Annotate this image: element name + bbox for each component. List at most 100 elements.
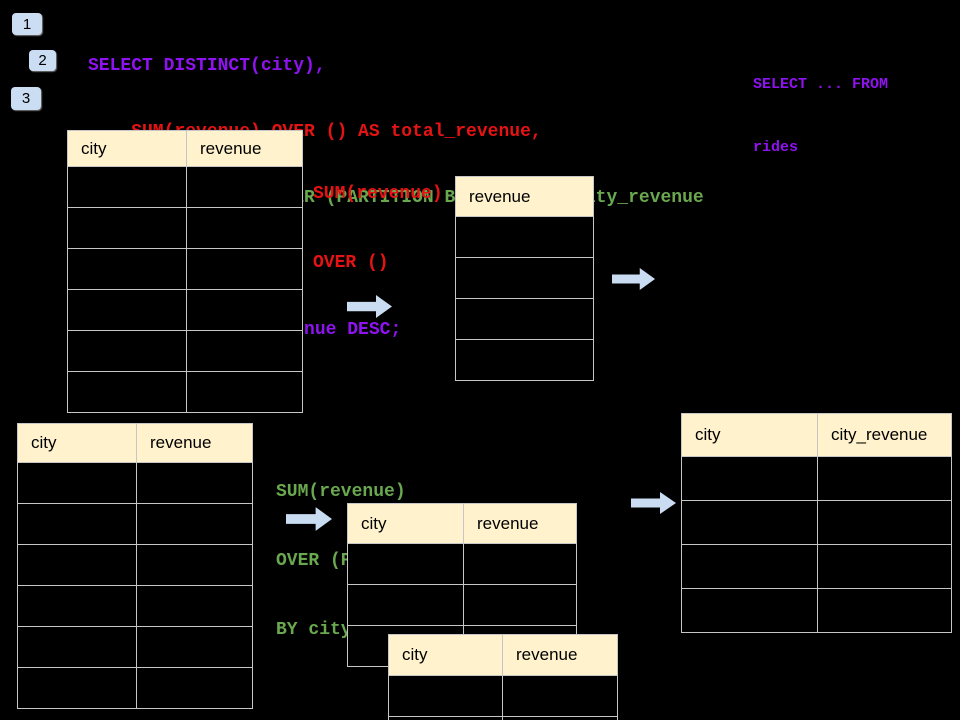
table-cell <box>463 543 577 585</box>
table-cell <box>817 456 952 501</box>
column-header: revenue <box>463 503 577 544</box>
table-row <box>17 585 253 627</box>
table-cell <box>817 544 952 589</box>
table-cell <box>136 667 253 709</box>
table-row <box>347 584 577 626</box>
table-cell <box>186 371 303 413</box>
table-row <box>17 503 253 545</box>
table-cell <box>463 584 577 626</box>
table-cell <box>136 503 253 545</box>
table-row <box>17 626 253 668</box>
table-cell <box>17 544 137 586</box>
table-cell <box>17 585 137 627</box>
header-row: revenue <box>455 176 594 217</box>
table-cell <box>136 626 253 668</box>
table-row <box>681 588 952 633</box>
table-cell <box>186 330 303 372</box>
column-header: city <box>347 503 464 544</box>
table-cell <box>455 298 594 340</box>
table-cell <box>455 339 594 381</box>
table-row <box>455 298 594 340</box>
total-revenue-result-table: revenue <box>455 176 594 381</box>
right-arrow-icon <box>286 507 332 531</box>
step-badge-2: 2 <box>29 50 56 71</box>
table-row <box>67 248 303 290</box>
table-cell <box>347 543 464 585</box>
table-cell <box>67 289 187 331</box>
table-cell <box>17 626 137 668</box>
sum-over-note-line1: SUM(revenue) <box>313 184 443 204</box>
step-badge-1: 1 <box>12 13 42 35</box>
table-row <box>67 330 303 372</box>
table-row <box>388 716 618 720</box>
column-header: revenue <box>186 130 303 167</box>
table-cell <box>817 588 952 633</box>
column-header: city <box>17 423 137 463</box>
table-cell <box>67 330 187 372</box>
table-row <box>455 216 594 258</box>
table-cell <box>502 716 618 720</box>
table-cell <box>67 248 187 290</box>
table-row <box>17 544 253 586</box>
table-row <box>17 462 253 504</box>
table-cell <box>17 503 137 545</box>
table-cell <box>186 289 303 331</box>
column-header: city_revenue <box>817 413 952 457</box>
flow-arrow-partition-output <box>631 491 677 515</box>
table-row <box>681 544 952 589</box>
table-cell <box>186 207 303 249</box>
table-cell <box>67 207 187 249</box>
table-cell <box>388 716 503 720</box>
table-row <box>455 257 594 299</box>
table-row <box>67 166 303 208</box>
right-arrow-icon <box>347 295 392 318</box>
column-header: city <box>388 634 503 676</box>
column-header: city <box>67 130 187 167</box>
table-cell <box>136 462 253 504</box>
table-cell <box>17 667 137 709</box>
column-header: revenue <box>136 423 253 463</box>
flow-arrow-total-input <box>347 294 393 319</box>
table-row <box>455 339 594 381</box>
table-cell <box>455 257 594 299</box>
table-cell <box>817 500 952 545</box>
table-cell <box>681 588 818 633</box>
table-row <box>681 456 952 501</box>
table-cell <box>388 675 503 717</box>
from-rides-note: SELECT ... FROM rides <box>753 32 888 200</box>
table-row <box>67 289 303 331</box>
table-row <box>681 500 952 545</box>
from-rides-note-line2: rides <box>753 139 799 156</box>
from-rides-note-line1: SELECT ... FROM <box>753 76 889 93</box>
table-cell <box>681 456 818 501</box>
table-row <box>67 371 303 413</box>
column-header: revenue <box>455 176 594 217</box>
table-row <box>67 207 303 249</box>
flow-arrow-total-output <box>612 267 656 291</box>
table-cell <box>186 166 303 208</box>
sum-over-note: SUM(revenue) OVER () <box>313 137 443 321</box>
right-arrow-icon <box>612 268 656 290</box>
table-cell <box>186 248 303 290</box>
table-cell <box>681 500 818 545</box>
table-cell <box>67 166 187 208</box>
table-row <box>388 675 618 717</box>
table-cell <box>502 675 618 717</box>
sql-line-select: SELECT DISTINCT(city), <box>88 56 326 76</box>
partition-by-note-line1: SUM(revenue) <box>276 482 406 502</box>
right-arrow-icon <box>631 492 676 514</box>
column-header: revenue <box>502 634 618 676</box>
table-row <box>347 543 577 585</box>
table-row <box>17 667 253 709</box>
flow-arrow-partition-input <box>286 506 333 532</box>
